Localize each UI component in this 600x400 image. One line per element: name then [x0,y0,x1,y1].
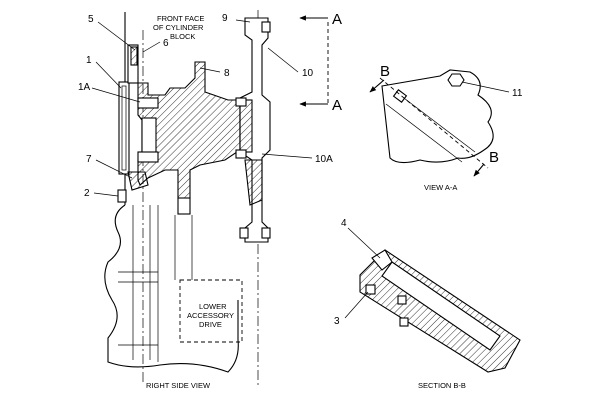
section-b-b: 4 3 SECTION B-B [334,218,521,390]
callout-10: 10 [302,68,314,79]
right-side-view-title: RIGHT SIDE VIEW [146,381,211,390]
upper-bolt [130,46,138,66]
view-a-outline [381,69,494,164]
view-a-slot-lower [385,103,463,163]
section-b-lower-pin [397,295,407,305]
callout-3: 3 [334,316,340,327]
callout-6: 6 [163,38,169,49]
housing-bolt-top [261,21,271,33]
leader-11 [461,81,510,93]
section-b-lower-pin-2 [399,317,409,327]
section-b-arrow-bottom [473,163,485,177]
housing-lower-web [244,159,263,206]
callout-10a: 10A [315,154,333,165]
section-a-label-bottom: A [332,97,342,114]
callout-1: 1 [86,55,92,66]
view-a-hex-nut-11 [447,73,465,87]
lower-bearing [137,151,159,163]
gear-hub-section [137,61,241,199]
lower-bolt [117,189,127,203]
callout-8: 8 [224,68,230,79]
callout-7: 7 [86,154,92,165]
section-b-label-bottom: B [489,149,499,166]
callout-2: 2 [84,188,90,199]
section-b-b-title: SECTION B-B [418,381,466,390]
front-face-label-line1: FRONT FACE [157,14,204,23]
section-a-label-top: A [332,11,342,28]
right-side-view: A A 5 6 1 1A 7 2 8 9 10 10A FRONT FACE O… [78,10,342,390]
drive-shaft-stub [177,197,191,215]
section-b-bore [381,261,501,351]
callout-4: 4 [341,218,347,229]
lower-accessory-drive-box [179,279,243,343]
callout-9: 9 [222,13,228,24]
lower-drive-label-line3: DRIVE [199,320,222,329]
view-a-a-title: VIEW A-A [424,183,457,192]
upper-bearing [137,97,159,109]
leader-lines [91,19,313,197]
hub-bore [141,117,157,157]
callout-11: 11 [512,88,523,99]
view-a-bolt-head [392,89,408,103]
callout-1a: 1A [78,82,91,93]
retainer-plate [118,81,130,175]
lower-drive-label-line1: LOWER [199,302,227,311]
leader-4 [347,227,381,259]
view-a-a: B B 11 VIEW A-A [369,63,523,192]
section-b-cut-line [379,77,489,169]
section-b-bolt-3 [365,284,376,295]
seal-section [127,171,149,191]
housing-bolt-bottom-left [239,227,249,239]
housing-bolt-upper [235,97,247,107]
section-b-label-top: B [380,63,390,80]
housing-bolt-lower [235,149,247,159]
housing-flange-section [239,99,253,153]
retainer-plate-inner [121,85,127,171]
front-face-label-line2: OF CYLINDER [153,23,204,32]
front-face-label-line3: BLOCK [170,32,195,41]
callout-5: 5 [88,14,94,25]
lower-drive-label-line2: ACCESSORY [187,311,234,320]
section-b-arrow-top [369,79,385,93]
leader-3 [344,291,369,319]
housing-bolt-bottom [261,227,271,239]
drive-housing [239,17,271,243]
